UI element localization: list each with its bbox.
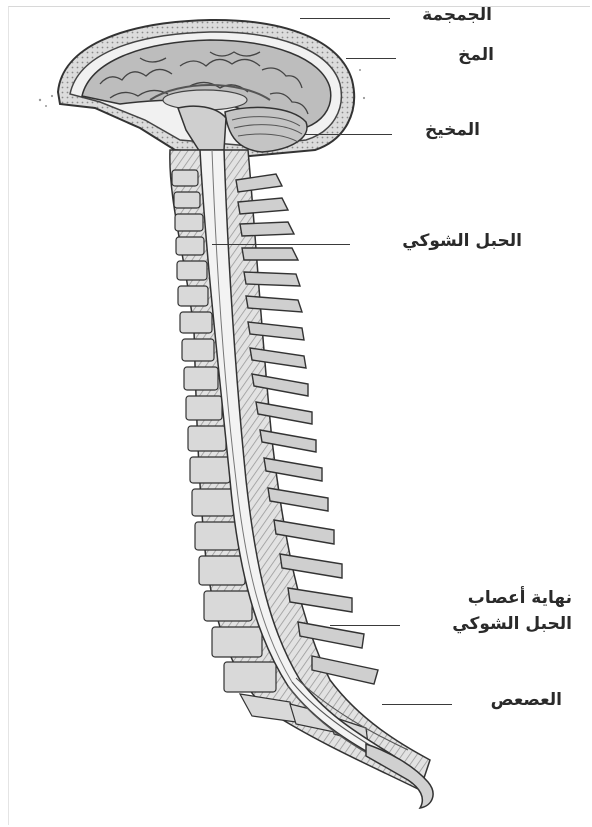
skull-leader-line — [300, 18, 390, 19]
label-coccyx: العصعص — [491, 690, 562, 711]
label-cord-end-line2: الحبل الشوكي — [452, 614, 572, 635]
label-cerebellum: المخيخ — [425, 120, 480, 141]
cord-end-leader-line — [330, 625, 400, 626]
label-brain: المخ — [458, 45, 494, 66]
label-skull: الجمجمة — [422, 5, 492, 26]
label-cord-end-line1: نهاية أعصاب — [468, 588, 572, 609]
brain-leader-line — [346, 58, 396, 59]
cerebellum-leader-line — [304, 134, 392, 135]
spinal-cord-leader-line — [212, 244, 350, 245]
label-spinal-cord: الحبل الشوكي — [402, 231, 522, 252]
coccyx-leader-line — [382, 704, 452, 705]
